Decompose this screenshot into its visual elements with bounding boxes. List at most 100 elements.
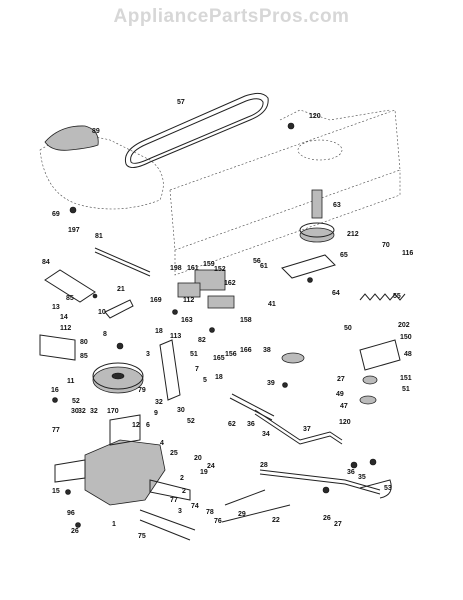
callout-202: 202 xyxy=(398,322,410,329)
callout-51b: 51 xyxy=(402,386,410,393)
callout-4: 4 xyxy=(160,440,164,447)
callout-1: 1 xyxy=(112,521,116,528)
callout-151: 151 xyxy=(400,375,412,382)
callout-112b: 112 xyxy=(60,325,71,332)
callout-96: 96 xyxy=(67,510,75,517)
lever-84 xyxy=(44,269,96,303)
callout-14: 14 xyxy=(60,314,68,321)
bracket-113 xyxy=(159,339,181,401)
callout-52: 52 xyxy=(72,398,80,405)
callout-150: 150 xyxy=(400,334,412,341)
spindle-63 xyxy=(311,189,323,219)
callout-30: 30 xyxy=(71,408,79,415)
callout-158: 158 xyxy=(240,317,252,324)
lever-10 xyxy=(104,299,134,319)
callout-76: 76 xyxy=(214,518,222,525)
callout-163: 163 xyxy=(181,317,193,324)
seat xyxy=(44,125,99,151)
callout-18: 18 xyxy=(155,328,163,335)
callout-79: 79 xyxy=(138,387,146,394)
callout-11: 11 xyxy=(67,378,75,385)
callout-82: 82 xyxy=(198,337,206,344)
callout-212: 212 xyxy=(347,231,359,238)
callout-77: 77 xyxy=(52,427,60,434)
callout-65: 65 xyxy=(340,252,348,259)
callout-81: 81 xyxy=(95,233,103,240)
callout-6: 6 xyxy=(146,422,150,429)
callout-18b: 18 xyxy=(215,374,223,381)
callout-64: 64 xyxy=(332,290,340,297)
callout-25: 25 xyxy=(170,450,178,457)
rod-81 xyxy=(94,247,151,277)
callout-50: 50 xyxy=(344,325,352,332)
callout-28: 28 xyxy=(260,462,268,469)
callout-166: 166 xyxy=(240,347,252,354)
rod-22 xyxy=(221,489,291,523)
callout-27b: 27 xyxy=(334,521,342,528)
callout-62: 62 xyxy=(228,421,236,428)
pulley-3 xyxy=(92,366,144,394)
bracket-48 xyxy=(359,339,401,371)
idler-bracket xyxy=(281,254,336,279)
callout-22: 22 xyxy=(272,517,280,524)
callout-41: 41 xyxy=(268,301,276,308)
callout-32b: 32 xyxy=(90,408,98,415)
callout-63: 63 xyxy=(333,202,341,209)
callout-85: 85 xyxy=(66,295,74,302)
callout-74: 74 xyxy=(191,503,199,510)
callout-170: 170 xyxy=(107,408,119,415)
callout-32c: 32 xyxy=(155,399,163,406)
callout-57: 57 xyxy=(177,99,185,106)
callout-198: 198 xyxy=(170,265,182,272)
callout-27: 27 xyxy=(337,376,345,383)
callout-75: 75 xyxy=(138,533,146,540)
callout-26: 26 xyxy=(323,515,331,522)
rod-53 xyxy=(359,479,392,499)
callout-161: 161 xyxy=(187,265,199,272)
callout-21: 21 xyxy=(117,286,125,293)
callout-112: 112 xyxy=(183,297,194,304)
callout-56: 56 xyxy=(253,258,261,265)
callout-3b: 3 xyxy=(178,508,182,515)
callout-36: 36 xyxy=(247,421,255,428)
transaxle xyxy=(84,439,166,506)
callout-15: 15 xyxy=(52,488,60,495)
watermark: AppliancePartsPros.com xyxy=(113,6,350,27)
callout-36b: 36 xyxy=(347,469,355,476)
callout-7: 7 xyxy=(195,366,199,373)
callout-19: 19 xyxy=(200,469,208,476)
callout-116: 116 xyxy=(402,250,413,257)
callout-52b: 52 xyxy=(187,418,195,425)
callout-89: 89 xyxy=(92,128,100,135)
callout-77b: 77 xyxy=(170,497,178,504)
callout-9: 9 xyxy=(154,410,158,417)
callout-12: 12 xyxy=(132,422,140,429)
spring-55 xyxy=(359,293,406,301)
callout-30b: 30 xyxy=(177,407,185,414)
callout-61: 61 xyxy=(260,263,268,270)
callout-78: 78 xyxy=(206,509,214,516)
callout-37: 37 xyxy=(303,426,311,433)
drive-belt xyxy=(124,92,269,168)
callout-162: 162 xyxy=(224,280,236,287)
callout-26b: 26 xyxy=(71,528,79,535)
callout-152: 152 xyxy=(214,266,226,273)
callout-47: 47 xyxy=(340,403,348,410)
bracket-80 xyxy=(39,334,76,361)
idler-pulley-38 xyxy=(281,352,305,364)
callout-39: 39 xyxy=(267,380,275,387)
callout-10: 10 xyxy=(98,309,106,316)
callout-70: 70 xyxy=(382,242,390,249)
callout-53: 53 xyxy=(384,485,392,492)
callout-55: 55 xyxy=(393,293,401,300)
callout-113: 113 xyxy=(170,333,181,340)
callout-13: 13 xyxy=(52,304,60,311)
bracket-152 xyxy=(194,269,226,291)
callout-84: 84 xyxy=(42,259,50,266)
callout-8: 8 xyxy=(103,331,107,338)
callout-2b: 2 xyxy=(182,488,186,495)
callout-85b: 85 xyxy=(80,353,88,360)
callout-38: 38 xyxy=(263,347,271,354)
callout-51: 51 xyxy=(190,351,198,358)
callout-16: 16 xyxy=(51,387,59,394)
